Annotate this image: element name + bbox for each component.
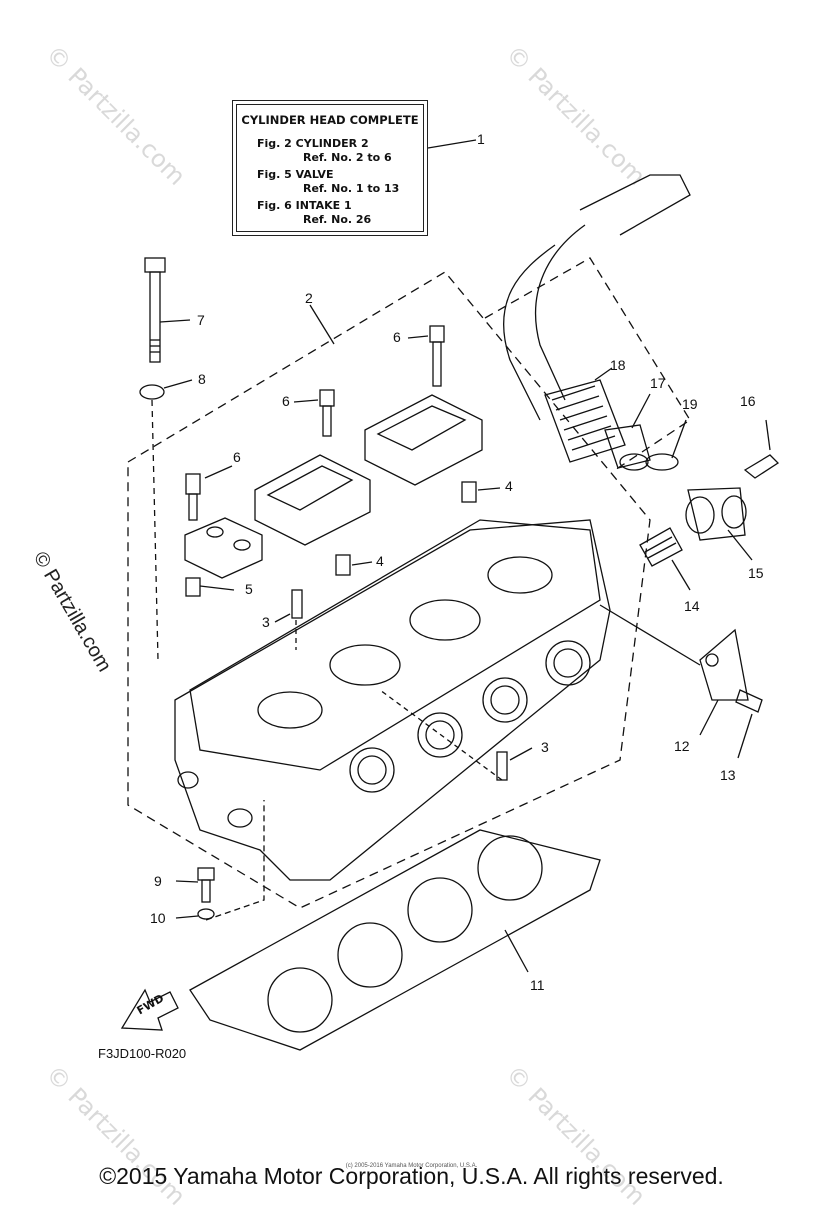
callout-6-middle: 6 bbox=[282, 393, 290, 409]
pin-3-upper bbox=[291, 589, 303, 619]
callout-14: 14 bbox=[684, 598, 700, 614]
callout-12: 12 bbox=[674, 738, 690, 754]
legend-line-b: Ref. No. 26 bbox=[303, 213, 372, 226]
callout-8: 8 bbox=[198, 371, 206, 387]
assembly-outline bbox=[127, 271, 651, 909]
copyright-notice: ©2015 Yamaha Motor Corporation, U.S.A. A… bbox=[99, 1163, 724, 1189]
legend-line-b: Ref. No. 1 to 13 bbox=[303, 182, 400, 195]
bolt-7-drawing bbox=[144, 257, 191, 363]
callout-5: 5 bbox=[245, 581, 253, 597]
cam-cap-right bbox=[364, 325, 501, 503]
callout-18: 18 bbox=[610, 357, 626, 373]
callout-4-right: 4 bbox=[505, 478, 513, 494]
thermostat-14-drawing bbox=[639, 527, 691, 591]
cam-cap-middle bbox=[254, 389, 373, 576]
callout-6-left: 6 bbox=[233, 449, 241, 465]
callout-3-upper: 3 bbox=[262, 614, 270, 630]
legend-box: CYLINDER HEAD COMPLETE Fig. 2 CYLINDER 2… bbox=[232, 100, 428, 236]
callout-1: 1 bbox=[477, 131, 485, 147]
bolt-16-drawing bbox=[743, 419, 780, 479]
legend-line-a: Fig. 6 INTAKE 1 bbox=[257, 199, 352, 212]
callout-2: 2 bbox=[305, 290, 313, 306]
hose-outline bbox=[484, 257, 691, 471]
housing-15-drawing bbox=[685, 487, 753, 561]
callout-19: 19 bbox=[682, 396, 698, 412]
figure-code: F3JD100-R020 bbox=[98, 1046, 187, 1061]
legend-line-a: Fig. 2 CYLINDER 2 bbox=[257, 137, 369, 150]
legend-line-a: Fig. 5 VALVE bbox=[257, 168, 334, 181]
callout-13: 13 bbox=[720, 767, 736, 783]
callout-3-lower: 3 bbox=[541, 739, 549, 755]
cam-cap-left bbox=[184, 465, 263, 597]
cylinder-head-body bbox=[174, 519, 611, 881]
callout-10: 10 bbox=[150, 910, 166, 926]
cover-12-drawing bbox=[599, 604, 749, 736]
callout-15: 15 bbox=[748, 565, 764, 581]
tiny-copyright: (c) 2005-2016 Yamaha Motor Corporation, … bbox=[345, 1163, 478, 1169]
callout-7: 7 bbox=[197, 312, 205, 328]
callout-11: 11 bbox=[530, 977, 545, 993]
legend-title: CYLINDER HEAD COMPLETE bbox=[241, 113, 419, 127]
intake-hose-drawing bbox=[502, 174, 691, 471]
washer-8-drawing bbox=[139, 384, 165, 400]
legend-line-b: Ref. No. 2 to 6 bbox=[303, 151, 392, 164]
callout-16: 16 bbox=[740, 393, 756, 409]
callout-17: 17 bbox=[650, 375, 666, 391]
callout-9: 9 bbox=[154, 873, 162, 889]
head-gasket-drawing bbox=[189, 829, 601, 1051]
legend-inner-frame bbox=[236, 104, 424, 232]
pin-3-lower bbox=[496, 751, 508, 781]
clamp-19-drawing bbox=[645, 419, 687, 471]
fwd-arrow bbox=[120, 988, 179, 1031]
bolt-13-drawing bbox=[735, 689, 763, 759]
callout-4-middle: 4 bbox=[376, 553, 384, 569]
bolt-9-drawing bbox=[175, 800, 265, 921]
callout-6-right: 6 bbox=[393, 329, 401, 345]
